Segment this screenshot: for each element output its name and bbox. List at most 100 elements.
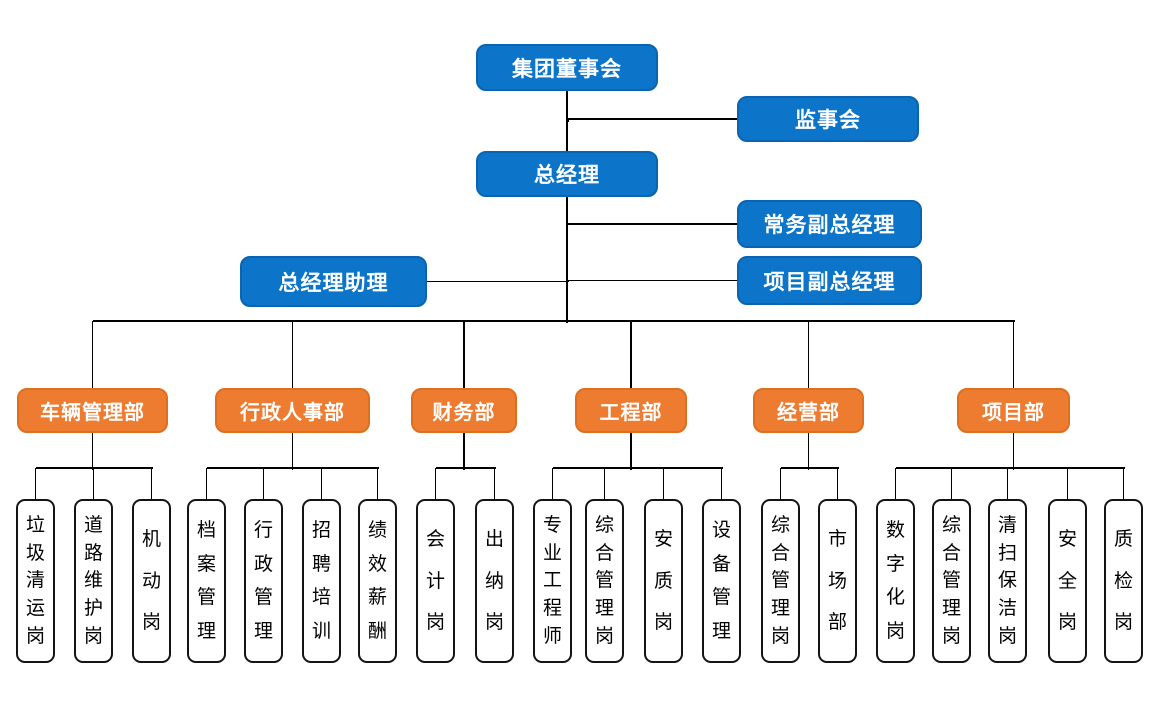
pos-general-mgmt-proj: 综合管理岗 (932, 499, 971, 663)
position-label-char: 岗 (653, 612, 673, 634)
connector-line (205, 468, 208, 501)
pos-performance-pay: 绩效薪酬 (358, 499, 397, 663)
connector-line (320, 468, 323, 501)
position-label-char: 合 (770, 542, 790, 564)
position-label-char: 岗 (997, 626, 1017, 648)
position-label-char: 理 (941, 598, 961, 620)
pos-safety-quality: 安质岗 (644, 499, 683, 663)
connector-line (435, 467, 496, 469)
position-label-char: 招 (311, 520, 331, 542)
position-label-char: 会 (425, 528, 445, 550)
connector-line (291, 321, 294, 390)
connector-line (1006, 468, 1009, 501)
position-label-char: 绩 (367, 520, 387, 542)
position-label-char: 部 (827, 612, 847, 634)
connector-line (720, 468, 723, 501)
connector-line (630, 321, 632, 390)
pos-general-mgmt-ops: 综合管理岗 (761, 499, 800, 663)
position-label-char: 管 (594, 570, 614, 592)
position-label-char: 洁 (997, 598, 1017, 620)
position-label-char: 岗 (83, 626, 103, 648)
pos-digitalization: 数字化岗 (876, 499, 915, 663)
position-label-char: 质 (1113, 528, 1133, 550)
position-label-char: 专 (542, 514, 562, 536)
position-label-char: 动 (141, 570, 161, 592)
connector-line (291, 433, 294, 470)
connector-line (836, 468, 839, 501)
connector-line (567, 223, 739, 225)
dept-hr: 行政人事部 (215, 388, 370, 433)
position-label-char: 业 (542, 542, 562, 564)
connector-line (92, 468, 95, 501)
position-label-char: 垃 (25, 514, 45, 536)
position-label-char: 字 (885, 553, 905, 575)
supervisory-board: 监事会 (737, 96, 919, 142)
position-label-char: 安 (653, 528, 673, 550)
pos-admin-mgmt: 行政管理 (244, 499, 283, 663)
connector-line (603, 468, 606, 501)
pos-recruit-training: 招聘培训 (302, 499, 341, 663)
position-label-char: 管 (253, 587, 273, 609)
pos-road-maintenance: 道路维护岗 (74, 499, 113, 663)
position-label-char: 安 (1057, 528, 1077, 550)
connector-line (35, 467, 153, 469)
position-label-char: 运 (25, 598, 45, 620)
position-label-char: 合 (594, 542, 614, 564)
pos-cleaning: 清扫保洁岗 (988, 499, 1027, 663)
connector-line (662, 468, 665, 501)
position-label-char: 圾 (25, 542, 45, 564)
position-label-char: 理 (594, 598, 614, 620)
position-label-char: 档 (196, 520, 216, 542)
dept-operations: 经营部 (753, 388, 864, 433)
position-label-char: 岗 (25, 626, 45, 648)
position-label-char: 化 (885, 587, 905, 609)
connector-line (551, 468, 554, 501)
connector-line (493, 468, 496, 501)
position-label-char: 理 (196, 620, 216, 642)
dept-project: 项目部 (957, 388, 1070, 433)
position-label-char: 扫 (997, 542, 1017, 564)
position-label-char: 案 (196, 553, 216, 575)
general-manager: 总经理 (476, 151, 658, 197)
position-label-char: 政 (253, 553, 273, 575)
position-label-char: 程 (542, 598, 562, 620)
pos-mobile: 机动岗 (132, 499, 171, 663)
pos-general-mgmt-eng: 综合管理岗 (585, 499, 624, 663)
connector-line (1012, 433, 1015, 470)
position-label-char: 合 (941, 542, 961, 564)
position-label-char: 岗 (770, 626, 790, 648)
position-label-char: 护 (83, 598, 103, 620)
position-label-char: 理 (770, 598, 790, 620)
position-label-char: 岗 (885, 620, 905, 642)
pos-professional-engineer: 专业工程师 (533, 499, 572, 663)
connector-line (807, 321, 810, 390)
position-label-char: 清 (997, 514, 1017, 536)
position-label-char: 酬 (367, 620, 387, 642)
position-label-char: 聘 (311, 553, 331, 575)
connector-line (567, 118, 739, 120)
connector-line (566, 121, 568, 153)
pos-quality-inspection: 质检岗 (1104, 499, 1143, 663)
connector-line (552, 467, 723, 469)
position-label-char: 出 (484, 528, 504, 550)
position-label-char: 维 (83, 570, 103, 592)
connector-line (34, 468, 37, 501)
connector-line (779, 468, 782, 501)
pos-trash-removal: 垃圾清运岗 (16, 499, 55, 663)
position-label-char: 管 (770, 570, 790, 592)
position-label-char: 清 (25, 570, 45, 592)
position-label-char: 理 (711, 620, 731, 642)
position-label-char: 综 (770, 514, 790, 536)
position-label-char: 场 (827, 570, 847, 592)
position-label-char: 岗 (594, 626, 614, 648)
connector-line (1122, 468, 1125, 501)
connector-line (91, 321, 94, 390)
connector-line (895, 467, 1125, 469)
position-label-char: 岗 (141, 612, 161, 634)
position-label-char: 设 (711, 520, 731, 542)
position-label-char: 理 (253, 620, 273, 642)
position-label-char: 训 (311, 620, 331, 642)
position-label-char: 保 (997, 570, 1017, 592)
connector-line (566, 91, 568, 123)
position-label-char: 质 (653, 570, 673, 592)
